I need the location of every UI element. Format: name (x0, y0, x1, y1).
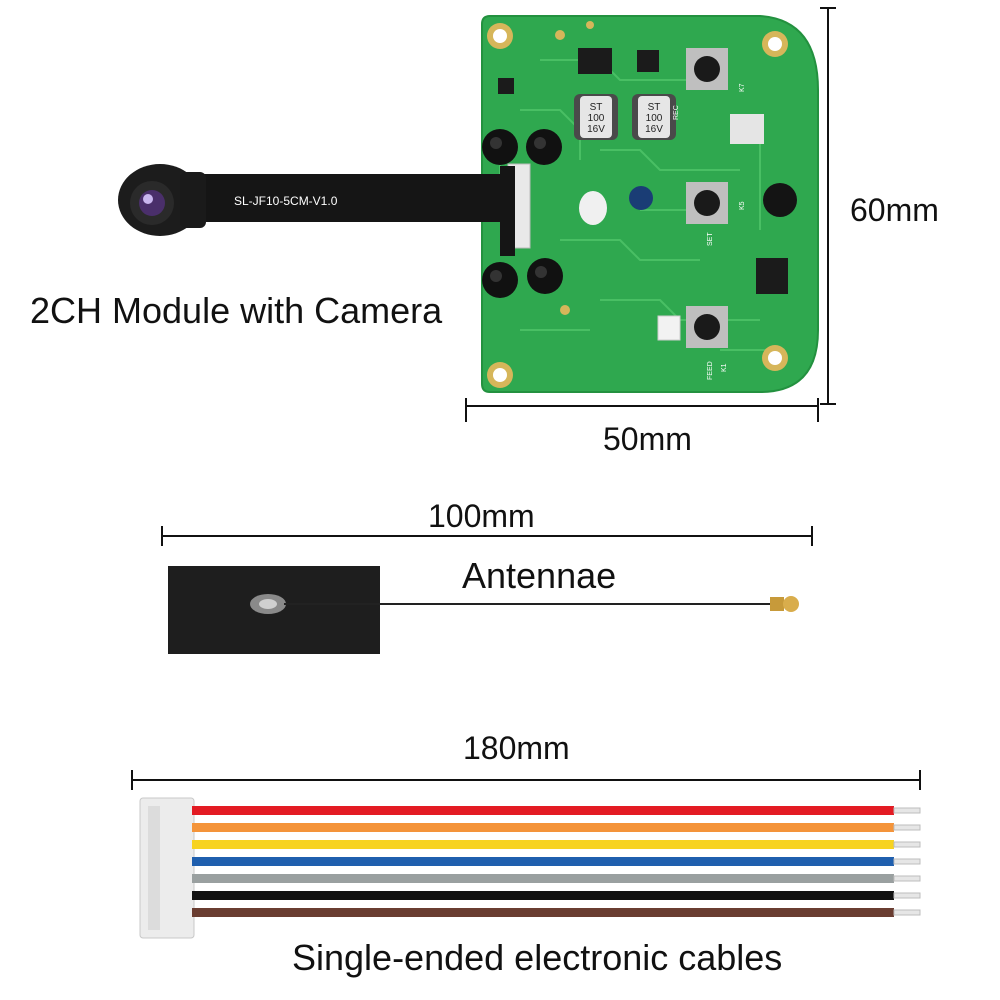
wire-tip (893, 909, 921, 916)
cap-text: 100 (646, 113, 663, 124)
cable-connector (139, 797, 195, 939)
inductor (527, 258, 563, 294)
antenna-pad (168, 566, 380, 654)
mounting-hole (487, 362, 513, 388)
mounting-hole (762, 345, 788, 371)
width-dimension (465, 398, 819, 422)
antenna-wire (284, 596, 799, 612)
cap-text: ST (590, 102, 603, 113)
width-label: 50mm (603, 421, 692, 457)
mounting-hole (487, 23, 513, 49)
cap-text: 16V (645, 124, 663, 135)
ribbon-print: SL-JF10-5CM-V1.0 (234, 194, 338, 208)
silk-label: K7 (739, 83, 746, 92)
ic-chip (578, 48, 612, 74)
wire-tip (893, 841, 921, 848)
cable-length-label: 180mm (463, 730, 570, 766)
silk-label: K5 (739, 201, 746, 210)
camera-lens (118, 164, 206, 236)
height-dimension (820, 7, 836, 405)
wire (192, 857, 894, 866)
electrolytic-capacitor: ST 100 16V (632, 94, 676, 140)
silk-label: K1 (721, 363, 728, 372)
wire (192, 806, 894, 815)
ic-chip (756, 258, 788, 294)
tactile-button (686, 306, 728, 348)
wire (192, 891, 894, 900)
antenna-length-label: 100mm (428, 498, 535, 534)
wire (192, 908, 894, 917)
microphone (763, 183, 797, 217)
inductor (482, 262, 518, 298)
inductor (482, 129, 518, 165)
antenna-caption: Antennae (462, 555, 617, 596)
camera-ribbon: SL-JF10-5CM-V1.0 (195, 166, 515, 256)
pcb-board: ST 100 16V ST 100 16V (481, 15, 819, 393)
electrolytic-capacitor: ST 100 16V (574, 94, 618, 140)
height-label: 60mm (850, 192, 939, 228)
wire-tip (893, 892, 921, 899)
wire (192, 823, 894, 832)
wire-tip (893, 807, 921, 814)
wire-bundle (192, 806, 921, 917)
module-caption: 2CH Module with Camera (30, 290, 443, 331)
silk-label: REC (673, 105, 680, 120)
led (629, 186, 653, 210)
wire (192, 874, 894, 883)
inductor (526, 129, 562, 165)
wire (192, 840, 894, 849)
tactile-button (686, 182, 728, 224)
cap-text: ST (648, 102, 661, 113)
cable-caption: Single-ended electronic cables (292, 937, 783, 978)
silk-label: FEED (707, 361, 714, 380)
wire-tip (893, 875, 921, 882)
cable-dimension (131, 770, 921, 790)
antenna-dimension (161, 526, 813, 546)
tactile-button (686, 48, 728, 90)
wire-tip (893, 858, 921, 865)
mounting-hole (762, 31, 788, 57)
silk-label: SET (707, 232, 714, 246)
wire-tip (893, 824, 921, 831)
cap-text: 16V (587, 124, 605, 135)
cap-text: 100 (588, 113, 605, 124)
ic-chip (637, 50, 659, 72)
